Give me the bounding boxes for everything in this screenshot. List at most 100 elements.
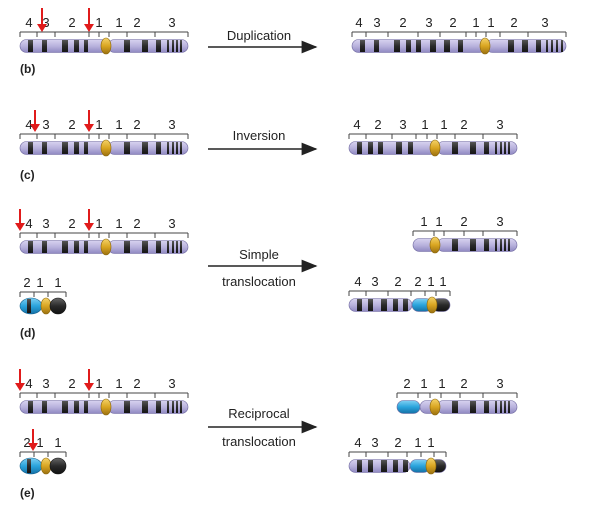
process-label: Inversion [233,128,286,143]
process-label: Duplication [227,28,291,43]
chromosome-band [357,299,362,311]
region-label: 1 [427,274,434,289]
break-arrow [84,110,94,132]
chromosome-band [403,460,408,472]
chromosome-band [62,401,68,413]
region-label: 2 [460,376,467,391]
chromosome-band [142,142,148,154]
small-chromosome-end [49,297,67,315]
chromosome-band [156,40,161,52]
chromosome-band [551,40,553,52]
chromosome-band [28,142,33,154]
region-label: 2 [460,214,467,229]
region-label: 3 [168,376,175,391]
chromosome-band [556,40,558,52]
chromosome-band [142,241,148,253]
region-label: 3 [371,435,378,450]
break-arrow [15,209,25,231]
region-label: 1 [487,15,494,30]
chromosome-band [374,40,379,52]
chromosome-band [62,142,68,154]
region-label: 3 [42,117,49,132]
chromosome-band [378,142,383,154]
chromosome-band [430,40,436,52]
chromosome-band [167,241,169,253]
region-label: 1 [95,216,102,231]
break-arrow [15,369,25,391]
chromosome-band [368,460,373,472]
chromosome-band [176,142,178,154]
chromosome-band [28,401,33,413]
region-label: 1 [115,117,122,132]
chromosome-band [408,142,413,154]
region-label: 2 [68,15,75,30]
chromosome-band [42,401,47,413]
region-label: 1 [420,376,427,391]
region-label: 1 [414,435,421,450]
region-label: 1 [95,117,102,132]
region-label: 2 [510,15,517,30]
chromosome-band [394,40,400,52]
centromere [100,238,112,256]
chromosome-band [508,239,510,251]
region-label: 1 [115,15,122,30]
chromosome-band [84,142,88,154]
break-arrow [30,110,40,132]
chromosome-band [172,40,174,52]
chromosome-band [504,239,506,251]
region-label: 1 [440,117,447,132]
region-label: 1 [421,117,428,132]
centromere [426,296,438,314]
region-label: 1 [115,376,122,391]
region-label: 3 [42,216,49,231]
region-label: 2 [394,435,401,450]
break-arrow [84,369,94,391]
chromosome-band [393,299,398,311]
chromosome-band [452,142,458,154]
region-label: 2 [23,435,30,450]
chromosome-band [416,40,421,52]
chromosome-band [357,460,362,472]
chromosome-band [142,401,148,413]
chromosome-band [368,142,373,154]
chromosome-band [42,40,47,52]
chromosome-band [156,142,161,154]
chromosome-band [142,40,148,52]
region-label: 2 [68,376,75,391]
region-label: 3 [371,274,378,289]
region-label: 1 [36,275,43,290]
chromosome-band [176,241,178,253]
region-label: 1 [54,435,61,450]
centromere [429,139,441,157]
process-label: translocation [222,434,296,449]
chromosome-band [406,40,411,52]
chromosome-band [74,142,79,154]
chromosome-band [470,142,476,154]
region-label: 4 [355,15,362,30]
region-label: 1 [115,216,122,231]
chromosome-band [495,239,497,251]
process-label: Simple [239,247,279,262]
chromosome-band [124,241,130,253]
chromosome-band [504,142,506,154]
chromosome-band [167,142,169,154]
region-label: 2 [460,117,467,132]
region-label: 2 [374,117,381,132]
chromosome-band [84,241,88,253]
chromosome-band [393,460,398,472]
centromere [100,37,112,55]
region-label: 4 [25,376,32,391]
chromosome-band [27,299,31,313]
centromere [429,398,441,416]
region-label: 2 [133,216,140,231]
chromosome-band [84,40,88,52]
chromosome-band [381,460,387,472]
